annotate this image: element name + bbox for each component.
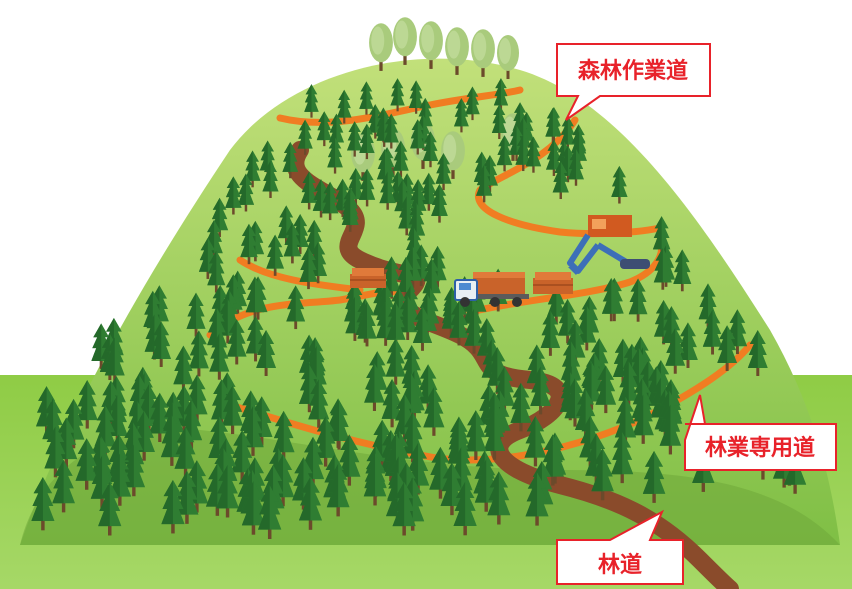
callout-senyoudo-label: 林業専用道 [705,435,815,461]
truck-icon [454,272,529,307]
callout-rindo-label: 林道 [598,552,642,578]
excavator-icon [567,215,650,275]
log-pile-icon [533,272,573,294]
callout-sagyoudo-label: 森林作業道 [578,58,688,84]
callout-rindo: 林道 [556,509,684,585]
callout-sagyoudo: 森林作業道 [556,43,711,121]
broadleaf-tree-icon [393,17,417,65]
log-pile-icon [350,268,386,288]
callout-senyoudo: 林業専用道 [684,394,837,471]
